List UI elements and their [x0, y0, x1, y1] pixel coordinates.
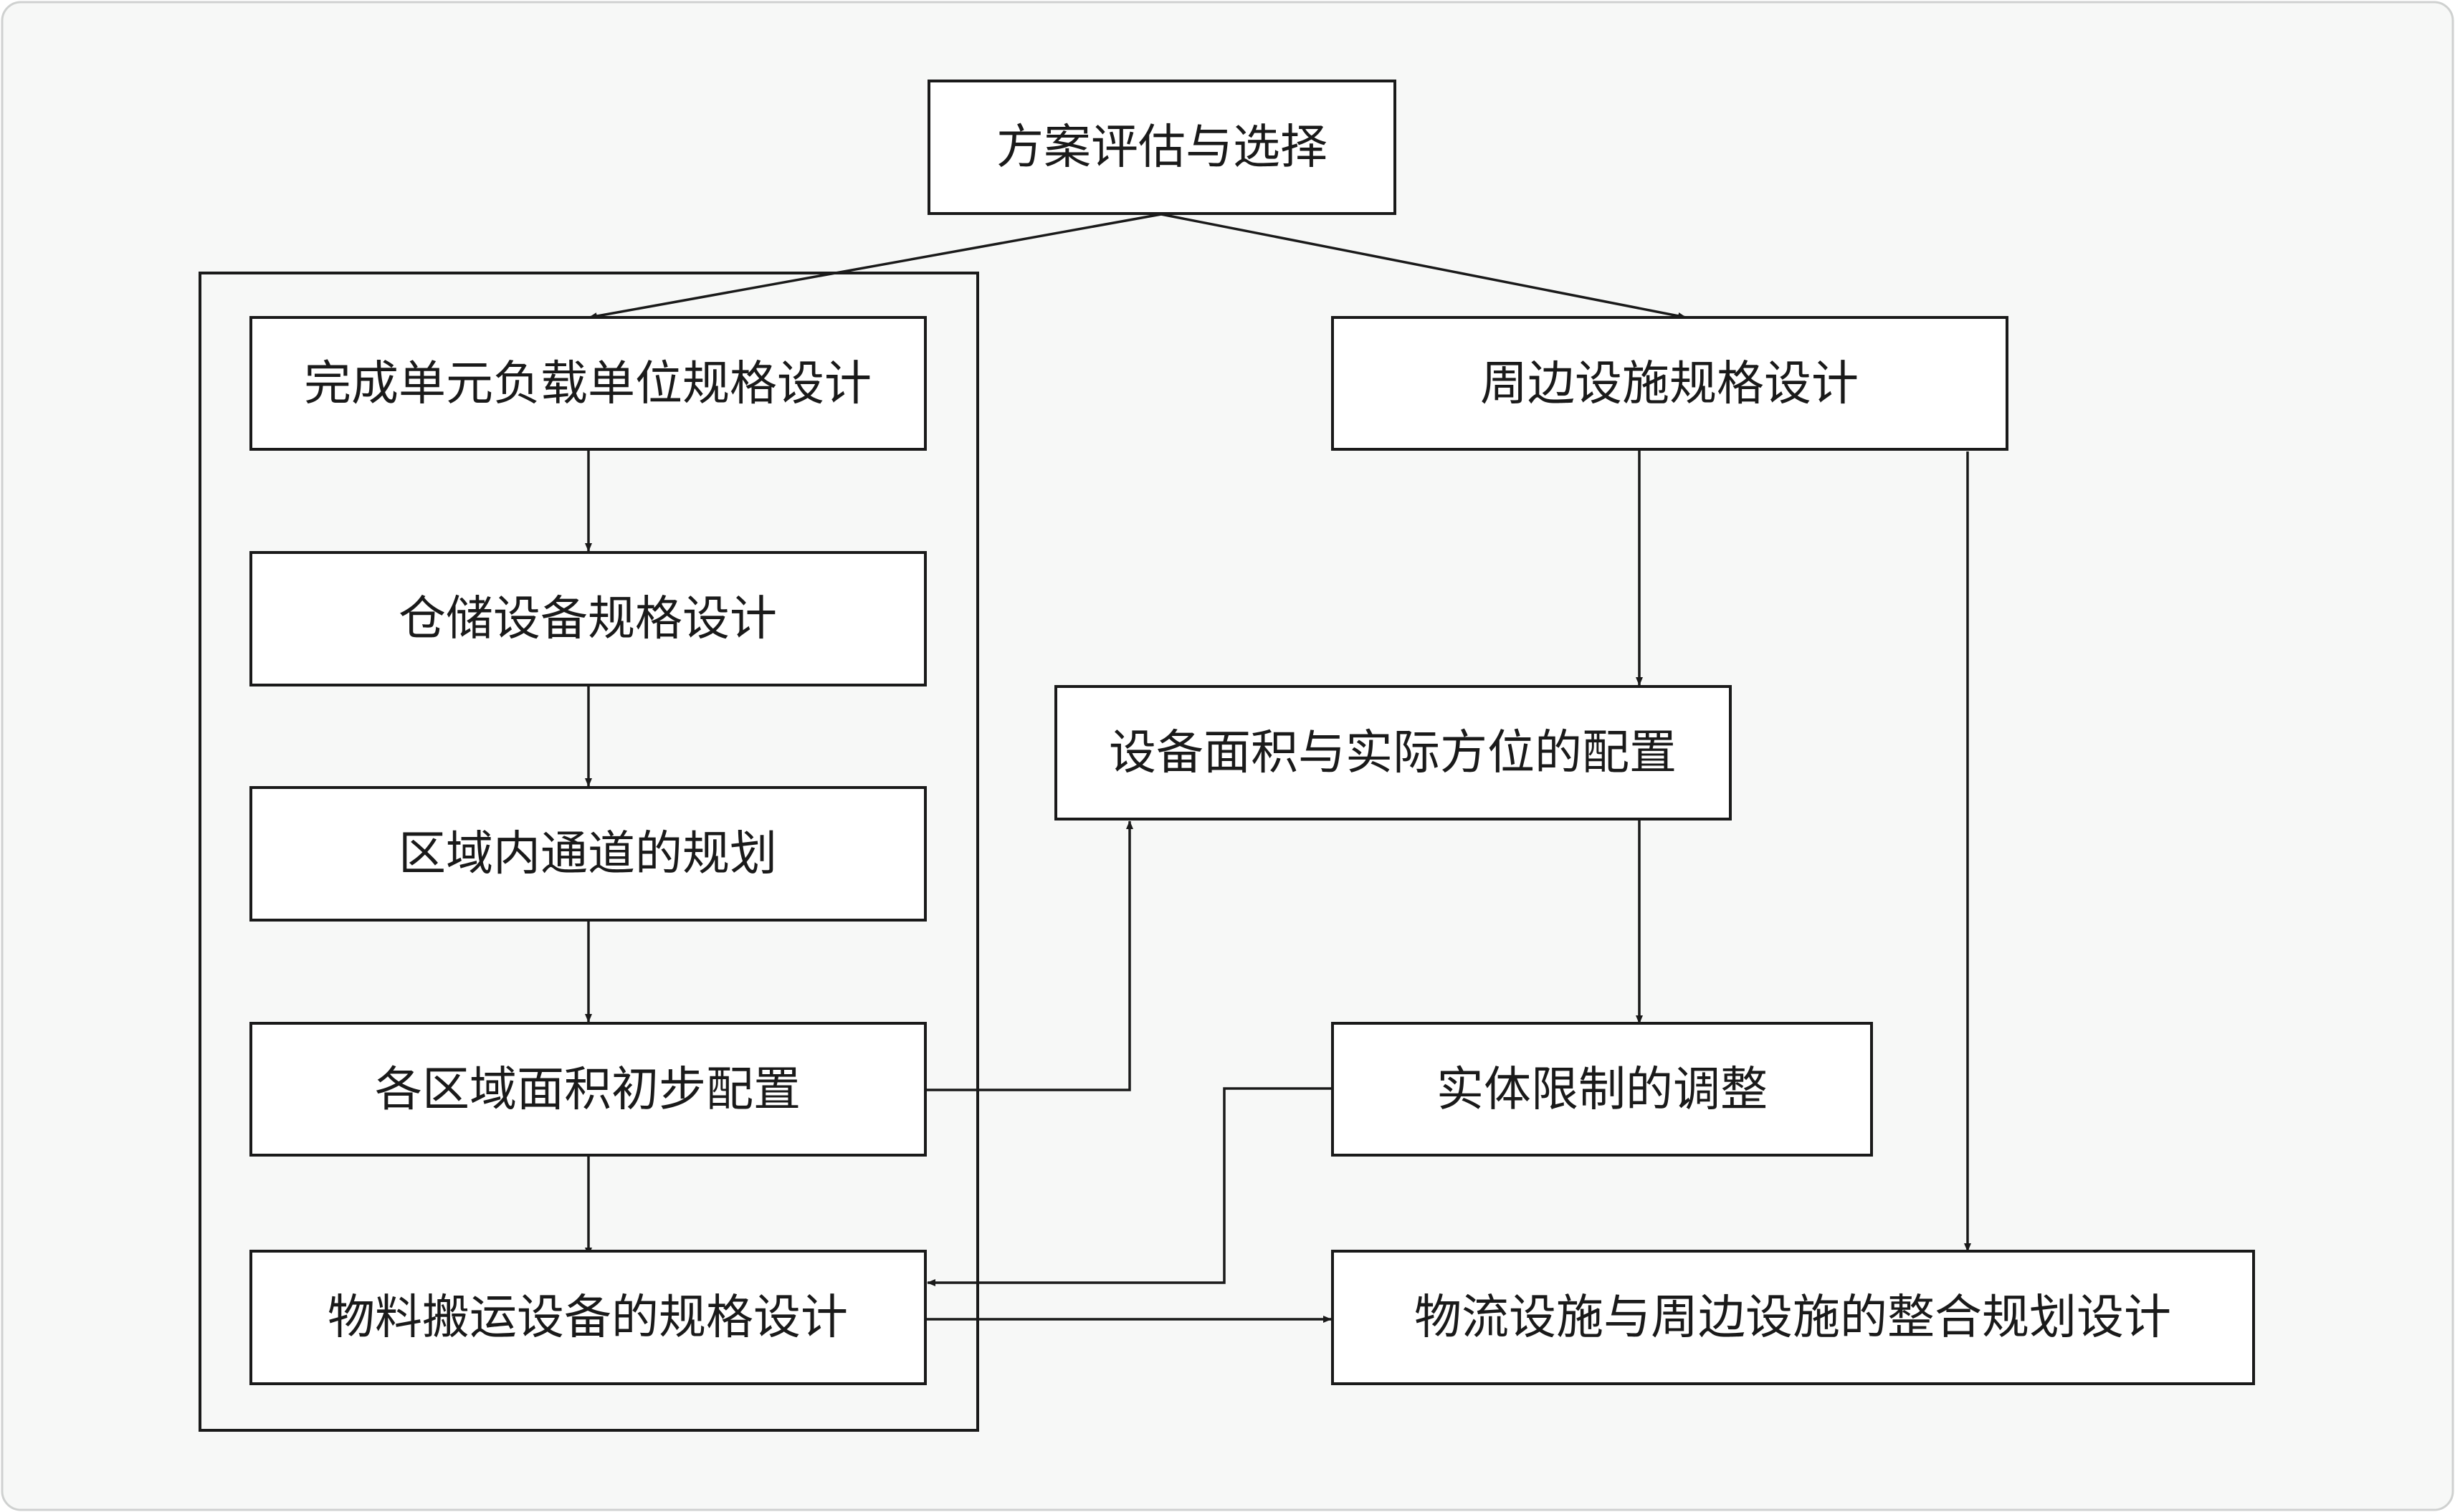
- node-evaluate: 方案评估与选择: [928, 80, 1396, 215]
- node-peripheral: 周边设施规格设计: [1331, 316, 2008, 451]
- edge-evaluate-to-unit-load: [588, 213, 1162, 320]
- node-area-config: 各区域面积初步配置: [249, 1022, 927, 1157]
- edge-area-config-to-equipment-area: [926, 820, 1133, 1091]
- node-evaluate-label: 方案评估与选择: [996, 120, 1327, 175]
- node-constraint: 实体限制的调整: [1331, 1022, 1873, 1157]
- edge-evaluate-to-peripheral: [1160, 213, 1687, 320]
- node-integration-label: 物流设施与周边设施的整合规划设计: [1414, 1290, 2171, 1345]
- node-integration: 物流设施与周边设施的整合规划设计: [1331, 1250, 2255, 1385]
- edge-constraint-to-handling: [927, 1087, 1333, 1286]
- left-group-frame: [199, 272, 979, 1432]
- node-unit-load: 完成单元负载单位规格设计: [249, 316, 927, 451]
- node-peripheral-label: 周边设施规格设计: [1480, 356, 1859, 411]
- node-equipment-area: 设备面积与实际方位的配置: [1054, 685, 1732, 820]
- node-aisle: 区域内通道的规划: [249, 786, 927, 922]
- node-unit-load-label: 完成单元负载单位规格设计: [304, 356, 872, 411]
- edges: [585, 213, 1971, 1323]
- node-equipment-area-label: 设备面积与实际方位的配置: [1109, 725, 1677, 780]
- node-storage: 仓储设备规格设计: [249, 551, 927, 686]
- node-storage-label: 仓储设备规格设计: [399, 591, 777, 646]
- node-handling: 物料搬运设备的规格设计: [249, 1250, 927, 1385]
- node-aisle-label: 区域内通道的规划: [399, 826, 777, 881]
- node-area-config-label: 各区域面积初步配置: [375, 1062, 801, 1117]
- node-handling-label: 物料搬运设备的规格设计: [328, 1290, 848, 1345]
- node-constraint-label: 实体限制的调整: [1436, 1062, 1768, 1117]
